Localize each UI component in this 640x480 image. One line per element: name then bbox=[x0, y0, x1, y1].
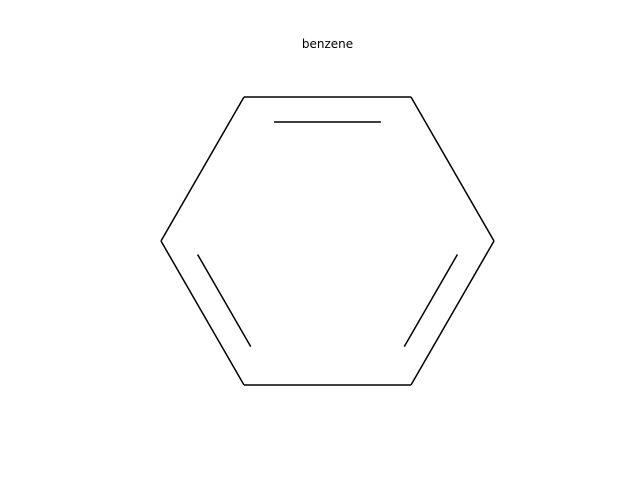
title: benzene bbox=[301, 37, 354, 51]
bond-4 bbox=[160, 240, 245, 386]
bond-4-inner-line bbox=[196, 254, 252, 347]
bond-1 bbox=[410, 96, 495, 242]
bond-2-inner-line bbox=[403, 254, 459, 347]
bond-5 bbox=[160, 96, 245, 242]
bond-group bbox=[160, 96, 495, 386]
bond-2 bbox=[410, 240, 495, 386]
